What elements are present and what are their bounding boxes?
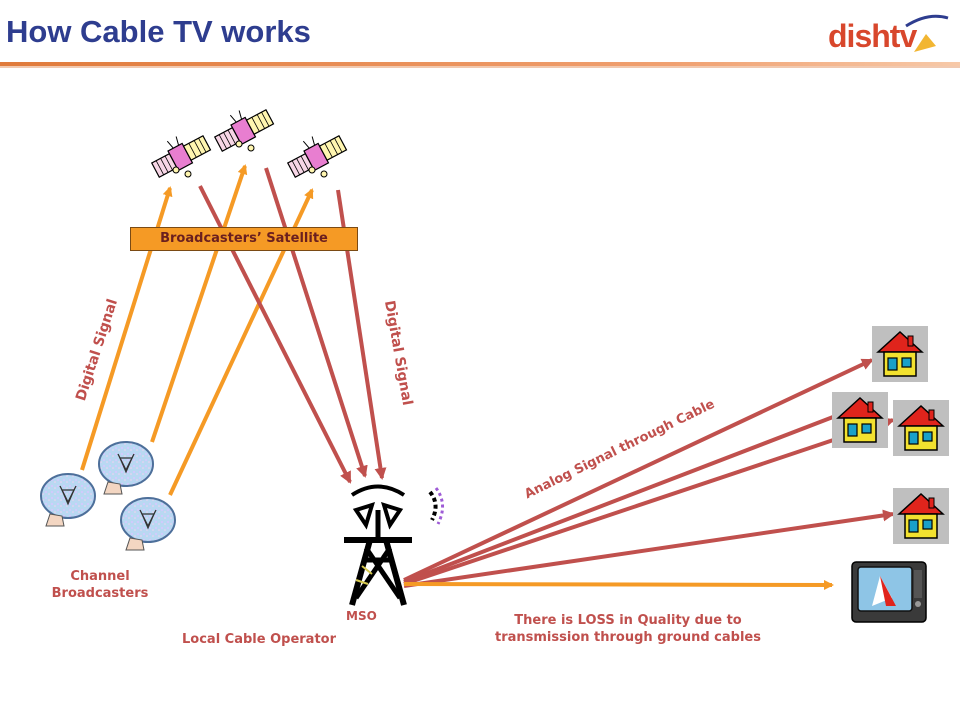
television-icon: [851, 561, 927, 623]
cable-arrow: [403, 509, 895, 588]
uplink-arrow: [150, 164, 248, 443]
cable-arrow: [403, 579, 834, 590]
loss-note-line2: transmission through ground cables: [495, 630, 761, 645]
channel-broadcasters-line2: Broadcasters: [51, 586, 149, 601]
dish-antenna-icon: [40, 473, 96, 527]
satellite-icon: [145, 124, 213, 181]
channel-broadcasters-line1: Channel: [70, 569, 130, 584]
cable-arrow: [403, 417, 895, 586]
house-icon: [831, 391, 889, 449]
satellite-icon: [208, 98, 276, 155]
transmission-tower-icon: [344, 484, 444, 606]
mso-label: MSO: [346, 609, 377, 623]
loss-note: There is LOSS in Quality due to transmis…: [448, 612, 808, 646]
local-cable-operator-label: Local Cable Operator: [182, 632, 337, 647]
title-rule-shadow: [0, 66, 960, 68]
cable-arrow: [403, 358, 874, 582]
dish-antenna-icon: [98, 441, 154, 495]
logo-swoosh-icon: [905, 14, 949, 52]
house-icon: [892, 487, 950, 545]
dish-antenna-icon: [120, 497, 176, 551]
cable-arrow: [403, 409, 848, 584]
downlink-arrow: [264, 167, 368, 478]
dishtv-logo: dishtv: [828, 12, 950, 60]
loss-note-line1: There is LOSS in Quality due to: [514, 613, 742, 628]
broadcasters-satellite-label: Broadcasters’ Satellite: [130, 227, 358, 251]
satellite-icon: [281, 124, 349, 181]
house-icon: [871, 325, 929, 383]
slide-title: How Cable TV works: [6, 14, 311, 49]
title-rule: [0, 62, 960, 66]
channel-broadcasters-label: Channel Broadcasters: [40, 568, 160, 602]
logo-text: dishtv: [828, 18, 917, 54]
house-icon: [892, 399, 950, 457]
